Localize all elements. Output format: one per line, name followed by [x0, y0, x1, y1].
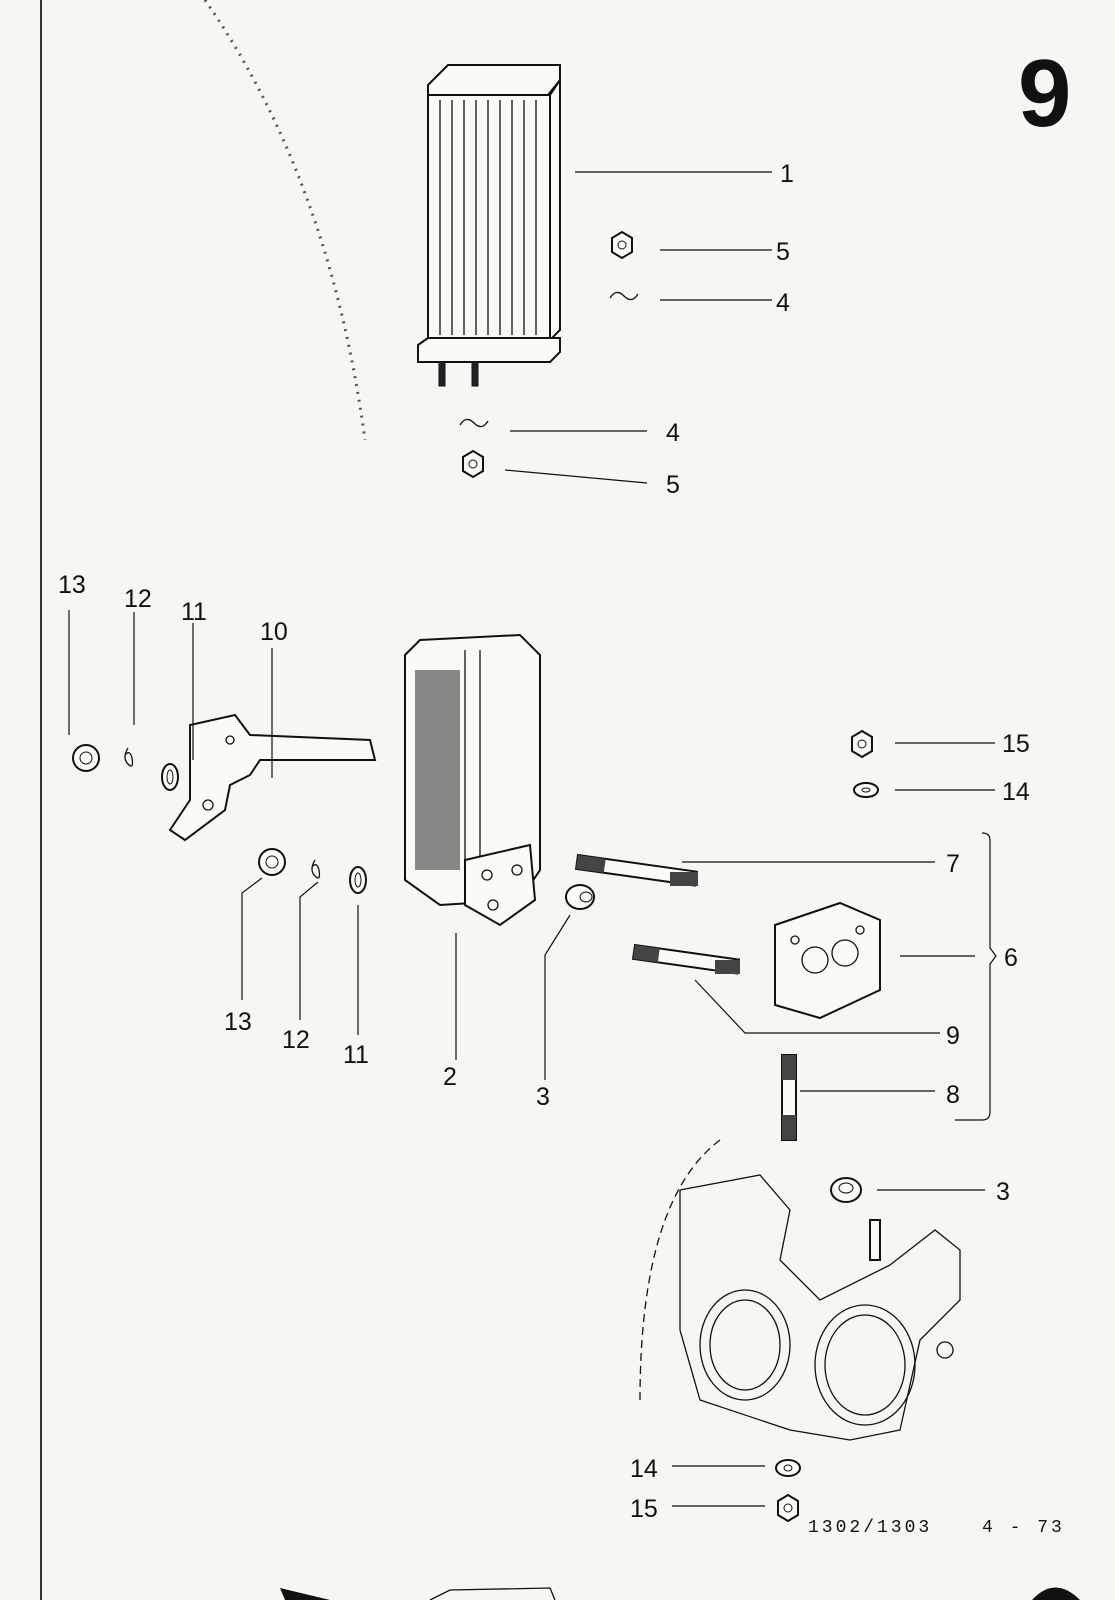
spring-washer-4-top: [609, 291, 639, 301]
date-code: 4 - 73: [982, 1518, 1065, 1538]
callouts: 1 5 4 4 5 13 12 11 10 15 14 7 6 9 8 3 13…: [58, 160, 1030, 1523]
leader-lines: [68, 171, 997, 1507]
callout-11-lower: 11: [343, 1041, 369, 1069]
nut-5-top: [611, 230, 633, 260]
stud-7: [574, 853, 698, 887]
callout-14-lower: 14: [630, 1455, 658, 1483]
callout-13-lower: 13: [224, 1008, 252, 1036]
spring-washer-12-upper: [124, 747, 134, 767]
crankcase: [639, 1139, 961, 1441]
callout-8: 8: [946, 1081, 960, 1109]
nut-5-bottom: [462, 449, 484, 479]
spring-washer-4-bottom: [459, 418, 489, 428]
bottom-fragment-part: [429, 1587, 556, 1600]
nut-13-lower: [258, 848, 286, 876]
spacer-3-lower: [830, 1177, 862, 1203]
section-number: 9: [1018, 40, 1071, 147]
washer-11-lower: [349, 866, 367, 894]
model-code: 1302/1303: [808, 1518, 932, 1538]
stud-9: [631, 943, 741, 975]
stud-8: [781, 1054, 797, 1141]
callout-14-upper: 14: [1002, 778, 1030, 806]
bottom-fragment-number: [1032, 1587, 1080, 1600]
callout-3-upper: 3: [536, 1083, 550, 1111]
callout-15-upper: 15: [1002, 730, 1030, 758]
dotted-curve: [203, 0, 367, 441]
nut-13-upper: [72, 744, 100, 772]
washer-11-upper: [161, 763, 179, 791]
callout-9: 9: [946, 1022, 960, 1050]
nut-15-upper: [851, 729, 873, 759]
callout-3-lower: 3: [996, 1178, 1010, 1206]
flange-6: [774, 901, 881, 1020]
callout-7: 7: [946, 850, 960, 878]
callout-12-lower: 12: [282, 1026, 310, 1054]
callout-4-upper: 4: [776, 289, 790, 317]
callout-12-upper: 12: [124, 585, 152, 613]
callout-1: 1: [780, 160, 794, 188]
callout-2: 2: [443, 1063, 457, 1091]
callout-11-upper: 11: [181, 598, 207, 626]
washer-14-upper: [853, 782, 879, 798]
washer-14-lower: [775, 1459, 801, 1477]
bottom-fragment-left: [280, 1588, 330, 1600]
spring-washer-12-lower: [311, 859, 321, 879]
oil-cooler-lower: [404, 633, 541, 927]
callout-5-lower: 5: [666, 471, 680, 499]
callout-10: 10: [260, 618, 288, 646]
callout-4-lower: 4: [666, 419, 680, 447]
callout-6: 6: [1004, 944, 1018, 972]
bracket-10: [168, 713, 377, 842]
callout-13-upper: 13: [58, 571, 86, 599]
callout-5-upper: 5: [776, 238, 790, 266]
callout-15-lower: 15: [630, 1495, 658, 1523]
nut-15-lower: [777, 1493, 799, 1523]
spacer-3-upper: [565, 884, 595, 910]
oil-cooler-upper: [417, 64, 561, 387]
